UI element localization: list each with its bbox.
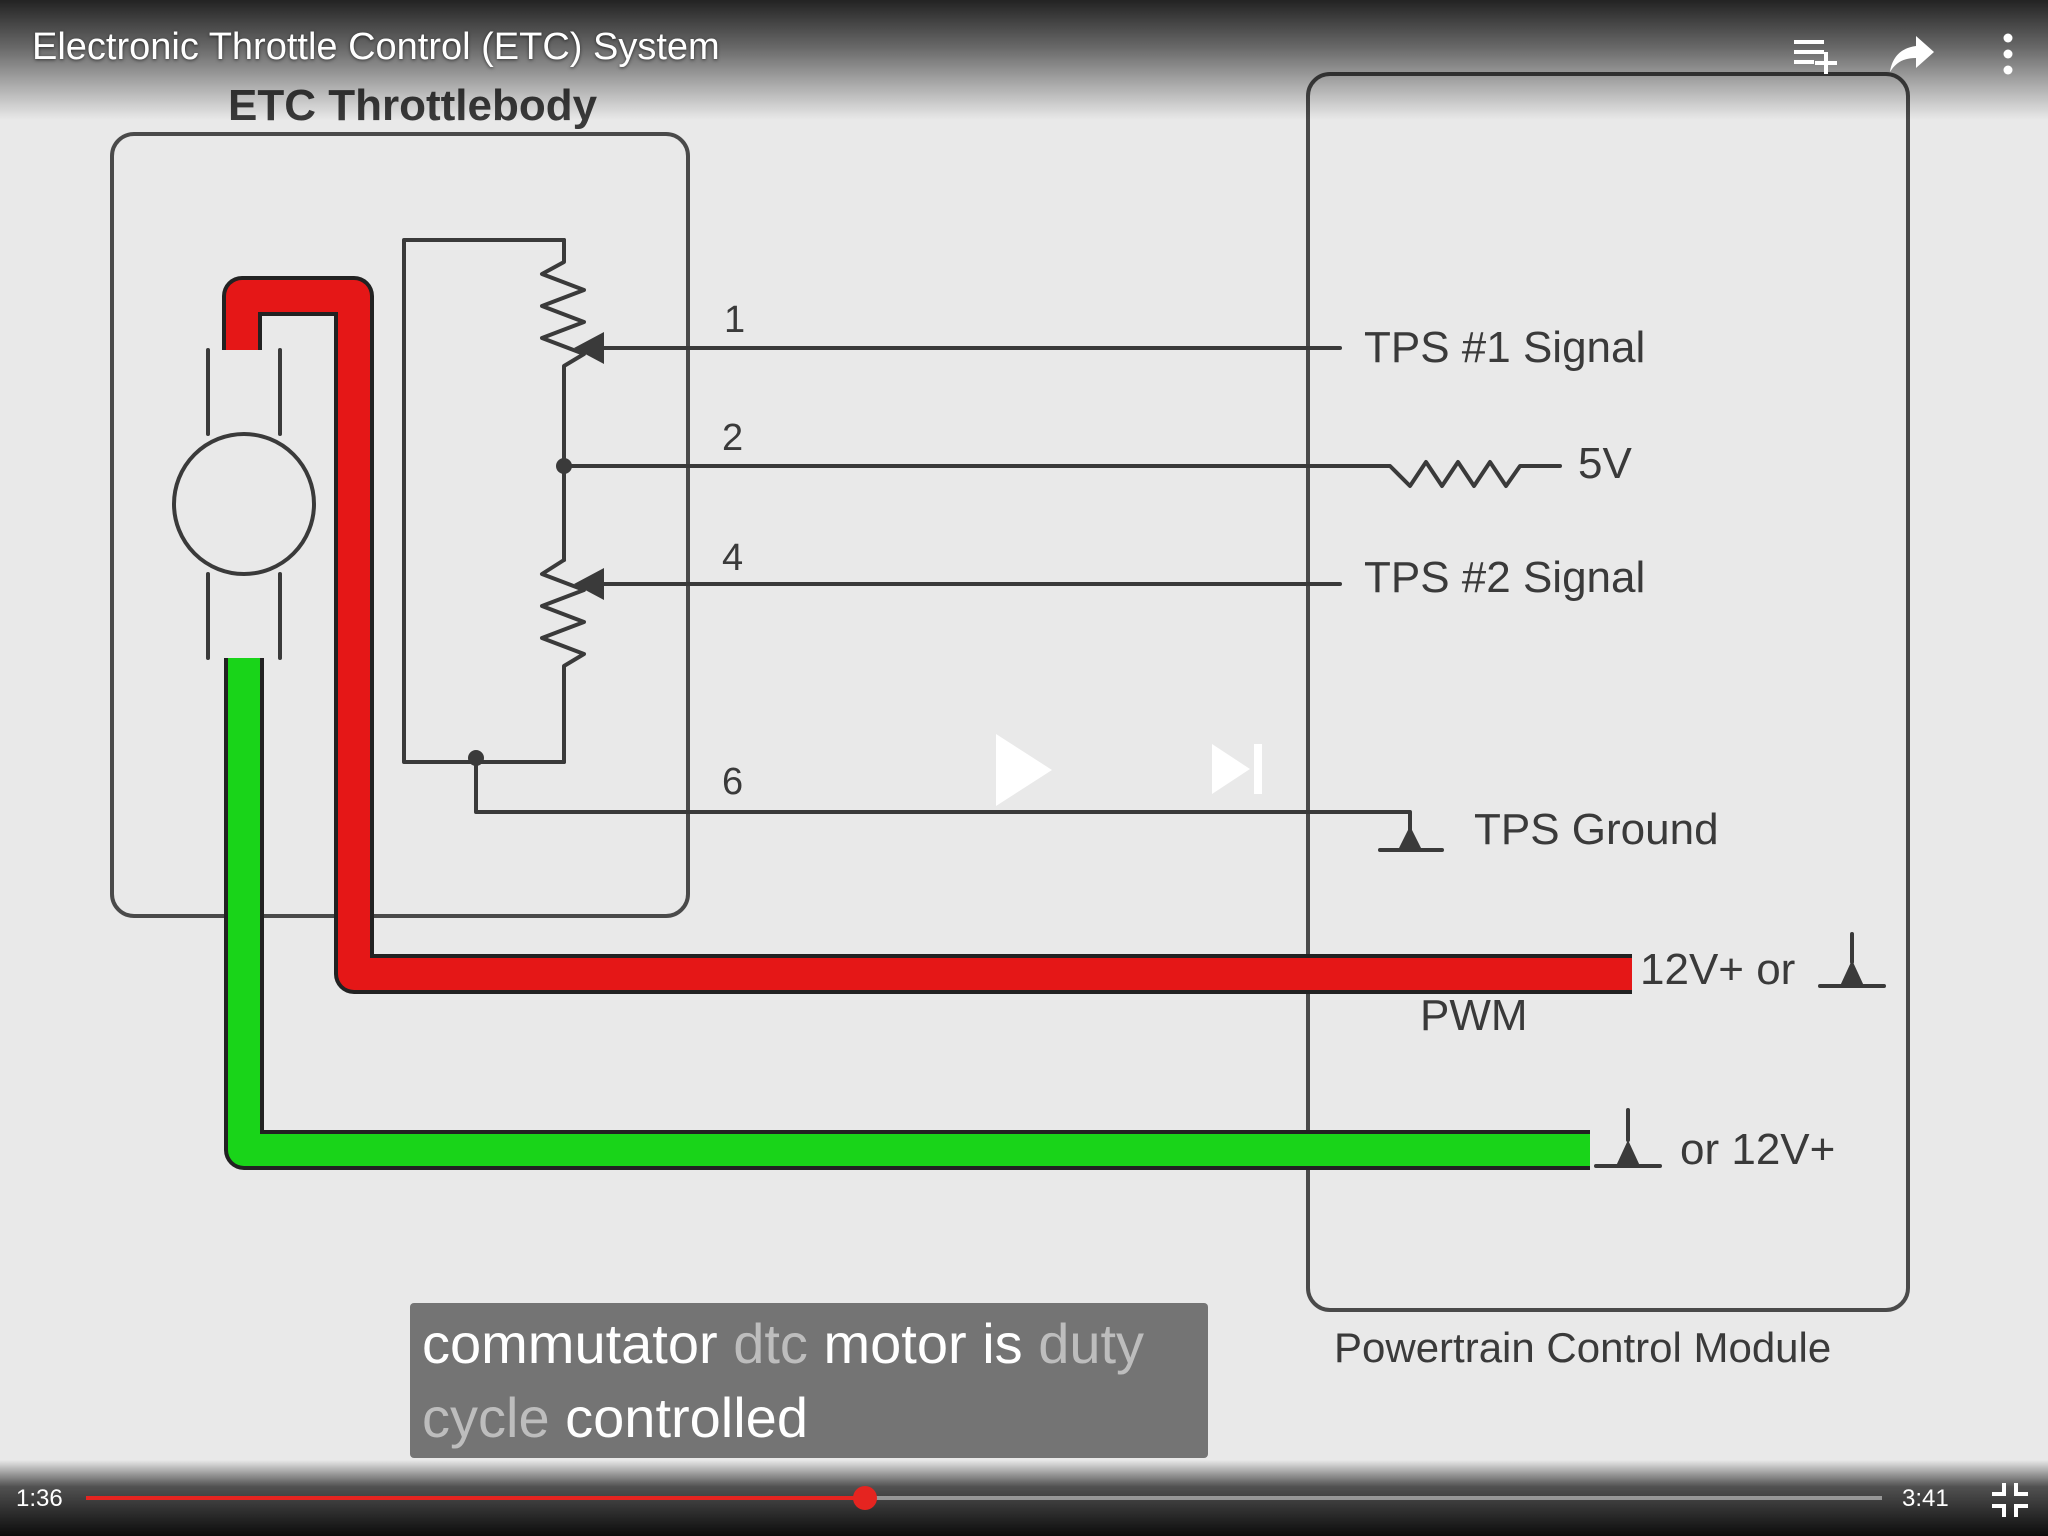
tps-ground-symbol: [1378, 826, 1444, 852]
tps1-signal-label: TPS #1 Signal: [1364, 323, 1645, 372]
pin-label-1: 1: [724, 299, 745, 341]
caption-word: is: [982, 1312, 1023, 1375]
wiper-arrow-lower: [574, 568, 604, 600]
exit-fullscreen-button[interactable]: [1990, 1482, 2030, 1518]
motor-symbol: [172, 348, 316, 660]
potentiometer-lower: [540, 558, 586, 764]
pin-label-2: 2: [722, 417, 743, 459]
next-video-button[interactable]: [1210, 740, 1266, 798]
green-wire-label: or 12V+: [1680, 1125, 1835, 1174]
tps-ground-label: TPS Ground: [1474, 805, 1719, 854]
current-time: 1:36: [16, 1485, 63, 1512]
play-icon: [996, 734, 1052, 806]
add-to-queue-button[interactable]: [1782, 22, 1846, 86]
throttlebody-label: ETC Throttlebody: [228, 81, 598, 130]
red-motor-wire: [226, 280, 1632, 990]
caption-word: cycle: [422, 1386, 550, 1449]
caption-word: duty: [1038, 1312, 1145, 1375]
pin-label-4: 4: [722, 537, 743, 579]
skip-next-icon: [1212, 744, 1262, 794]
more-options-button[interactable]: [1976, 22, 2040, 86]
progress-bar[interactable]: [86, 1486, 1882, 1510]
pcm-label: Powertrain Control Module: [1334, 1324, 1831, 1371]
red-wire-label: 12V+ or: [1640, 945, 1795, 994]
ref-5v-label: 5V: [1578, 439, 1632, 488]
red-wire-ground-symbol: [1818, 932, 1886, 988]
sensor-box: [402, 238, 566, 764]
caption-box: commutator dtc motor is duty cycle contr…: [410, 1303, 1208, 1458]
share-arrow-icon: [1890, 36, 1934, 72]
progress-scrubber-handle[interactable]: [853, 1486, 878, 1510]
more-vert-icon: [2003, 33, 2013, 75]
playlist-add-icon: [1794, 40, 1837, 74]
share-button[interactable]: [1880, 22, 1944, 86]
potentiometer-upper: [540, 238, 586, 562]
pin-label-6: 6: [722, 761, 743, 803]
caption-word: controlled: [565, 1386, 808, 1449]
caption-word: motor: [823, 1312, 967, 1375]
throttlebody-box: [110, 132, 690, 918]
caption-word: dtc: [733, 1312, 808, 1375]
wiper-arrow-upper: [574, 332, 604, 364]
green-wire-ground-symbol: [1594, 1108, 1662, 1168]
tps2-signal-label: TPS #2 Signal: [1364, 553, 1645, 602]
progress-played: [86, 1496, 866, 1500]
ref-5v-wire: [562, 460, 1562, 488]
video-title[interactable]: Electronic Throttle Control (ETC) System: [32, 26, 720, 68]
fullscreen-exit-icon: [1992, 1483, 2028, 1517]
green-motor-wire: [228, 658, 1590, 1166]
caption-word: commutator: [422, 1312, 718, 1375]
play-button[interactable]: [990, 730, 1060, 810]
pwm-label: PWM: [1420, 991, 1528, 1040]
total-duration: 3:41: [1902, 1485, 1949, 1512]
